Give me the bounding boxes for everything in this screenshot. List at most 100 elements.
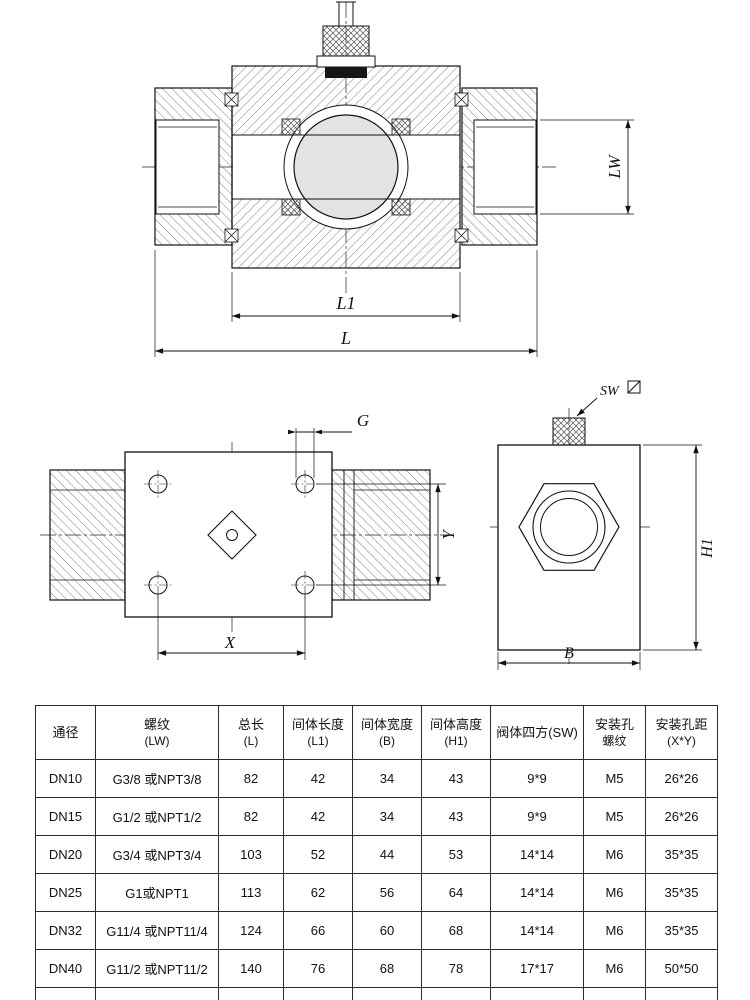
section-view: LW L1 L [142, 1, 634, 357]
seat-ring [391, 198, 411, 216]
table-cell: 62 [283, 873, 353, 912]
table-cell: 44 [352, 835, 422, 874]
dimension-x: X [157, 594, 306, 660]
column-header: 总长(L) [218, 705, 284, 760]
dimension-label-b: B [564, 645, 574, 662]
table-cell: M5 [583, 797, 646, 836]
table-cell: M6 [583, 835, 646, 874]
table-cell: G1/2 或NPT1/2 [95, 797, 219, 836]
dimension-label-lw: LW [605, 154, 624, 180]
center-hole [226, 529, 238, 541]
table-cell: 17*17 [490, 949, 584, 988]
table-cell: 34 [352, 759, 422, 798]
port-circle-inner [540, 498, 598, 556]
table-cell: 14*14 [490, 835, 584, 874]
table-cell: 82 [218, 797, 284, 836]
table-cell: 103 [218, 835, 284, 874]
dimension-l: L [154, 250, 538, 357]
dimension-l1: L1 [231, 272, 461, 322]
table-cell: G11/2 或NPT11/2 [95, 949, 219, 988]
table-cell: M6 [583, 873, 646, 912]
table-cell: 14*14 [490, 873, 584, 912]
mounting-hole [291, 470, 319, 498]
column-header: 螺纹(LW) [95, 705, 219, 760]
table-cell: 124 [218, 911, 284, 950]
dimension-label-l: L [340, 328, 351, 348]
port-circle-outer [532, 490, 606, 564]
table-cell: 35*35 [645, 835, 718, 874]
table-cell: 56 [352, 873, 422, 912]
table-cell: 76 [283, 949, 353, 988]
o-ring-seal [454, 228, 469, 243]
stem-end [552, 417, 586, 446]
table-cell: 52 [283, 835, 353, 874]
column-header: 通径 [35, 705, 96, 760]
column-header: 间体高度(H1) [421, 705, 491, 760]
table-cell: 68 [352, 949, 422, 988]
o-ring-seal [454, 92, 469, 107]
table-cell: M5 [583, 759, 646, 798]
seat-ring [281, 118, 301, 136]
o-ring-seal [224, 92, 239, 107]
table-cell: DN25 [35, 873, 96, 912]
sw-callout: SW [576, 380, 641, 417]
table-cell: 66 [283, 911, 353, 950]
table-cell: DN20 [35, 835, 96, 874]
table-cell: DN40 [35, 949, 96, 988]
dimension-b: B [497, 645, 641, 670]
table-cell: G1或NPT1 [95, 873, 219, 912]
table-cell: 9*9 [490, 759, 584, 798]
column-header: 安装孔螺纹 [583, 705, 646, 760]
dimension-label-x: X [224, 633, 236, 652]
table-cell: 42 [283, 759, 353, 798]
table-cell: 35*35 [645, 911, 718, 950]
table-cell: 9*9 [490, 797, 584, 836]
table-cell: 64 [421, 873, 491, 912]
column-header: 间体宽度(B) [352, 705, 422, 760]
table-cell: 60 [352, 911, 422, 950]
dimension-label-h1: H1 [699, 538, 716, 559]
front-view: G Y X [40, 411, 458, 660]
seat-ring [391, 118, 411, 136]
square-symbol-icon [627, 380, 641, 394]
table-cell: 42 [283, 797, 353, 836]
table-cell: 113 [218, 873, 284, 912]
table-row-partial [35, 987, 718, 1000]
o-ring-seal [224, 228, 239, 243]
table-cell: 140 [218, 949, 284, 988]
dimension-label-y: Y [439, 529, 458, 540]
hex-port [518, 483, 620, 571]
dimension-h1: H1 [643, 444, 716, 651]
spec-table: 通径螺纹(LW)总长(L)间体长度(L1)间体宽度(B)间体高度(H1)阀体四方… [35, 705, 718, 1000]
table-cell: DN32 [35, 911, 96, 950]
left-connector [49, 469, 126, 601]
technical-drawing: LW L1 L [40, 1, 716, 670]
dimension-label-sw: SW [600, 384, 620, 399]
dimension-label-l1: L1 [335, 293, 355, 313]
left-port-bore [155, 119, 220, 215]
table-cell: DN10 [35, 759, 96, 798]
dimension-g: G [288, 411, 369, 478]
dimension-label-g: G [357, 411, 369, 430]
table-cell: M6 [583, 949, 646, 988]
stem [316, 1, 376, 78]
packing-seal [325, 67, 367, 78]
table-cell: 26*26 [645, 759, 718, 798]
table-cell: 14*14 [490, 911, 584, 950]
right-connector [331, 469, 431, 601]
table-cell: 78 [421, 949, 491, 988]
table-cell: 50*50 [645, 949, 718, 988]
header-row: 通径螺纹(LW)总长(L)间体长度(L1)间体宽度(B)间体高度(H1)阀体四方… [35, 705, 718, 760]
table-cell: G3/8 或NPT3/8 [95, 759, 219, 798]
table-cell: M6 [583, 911, 646, 950]
table-cell: G3/4 或NPT3/4 [95, 835, 219, 874]
dimension-lw: LW [540, 119, 634, 215]
table-cell: 43 [421, 759, 491, 798]
dimension-y: Y [316, 483, 458, 586]
table-cell: 43 [421, 797, 491, 836]
